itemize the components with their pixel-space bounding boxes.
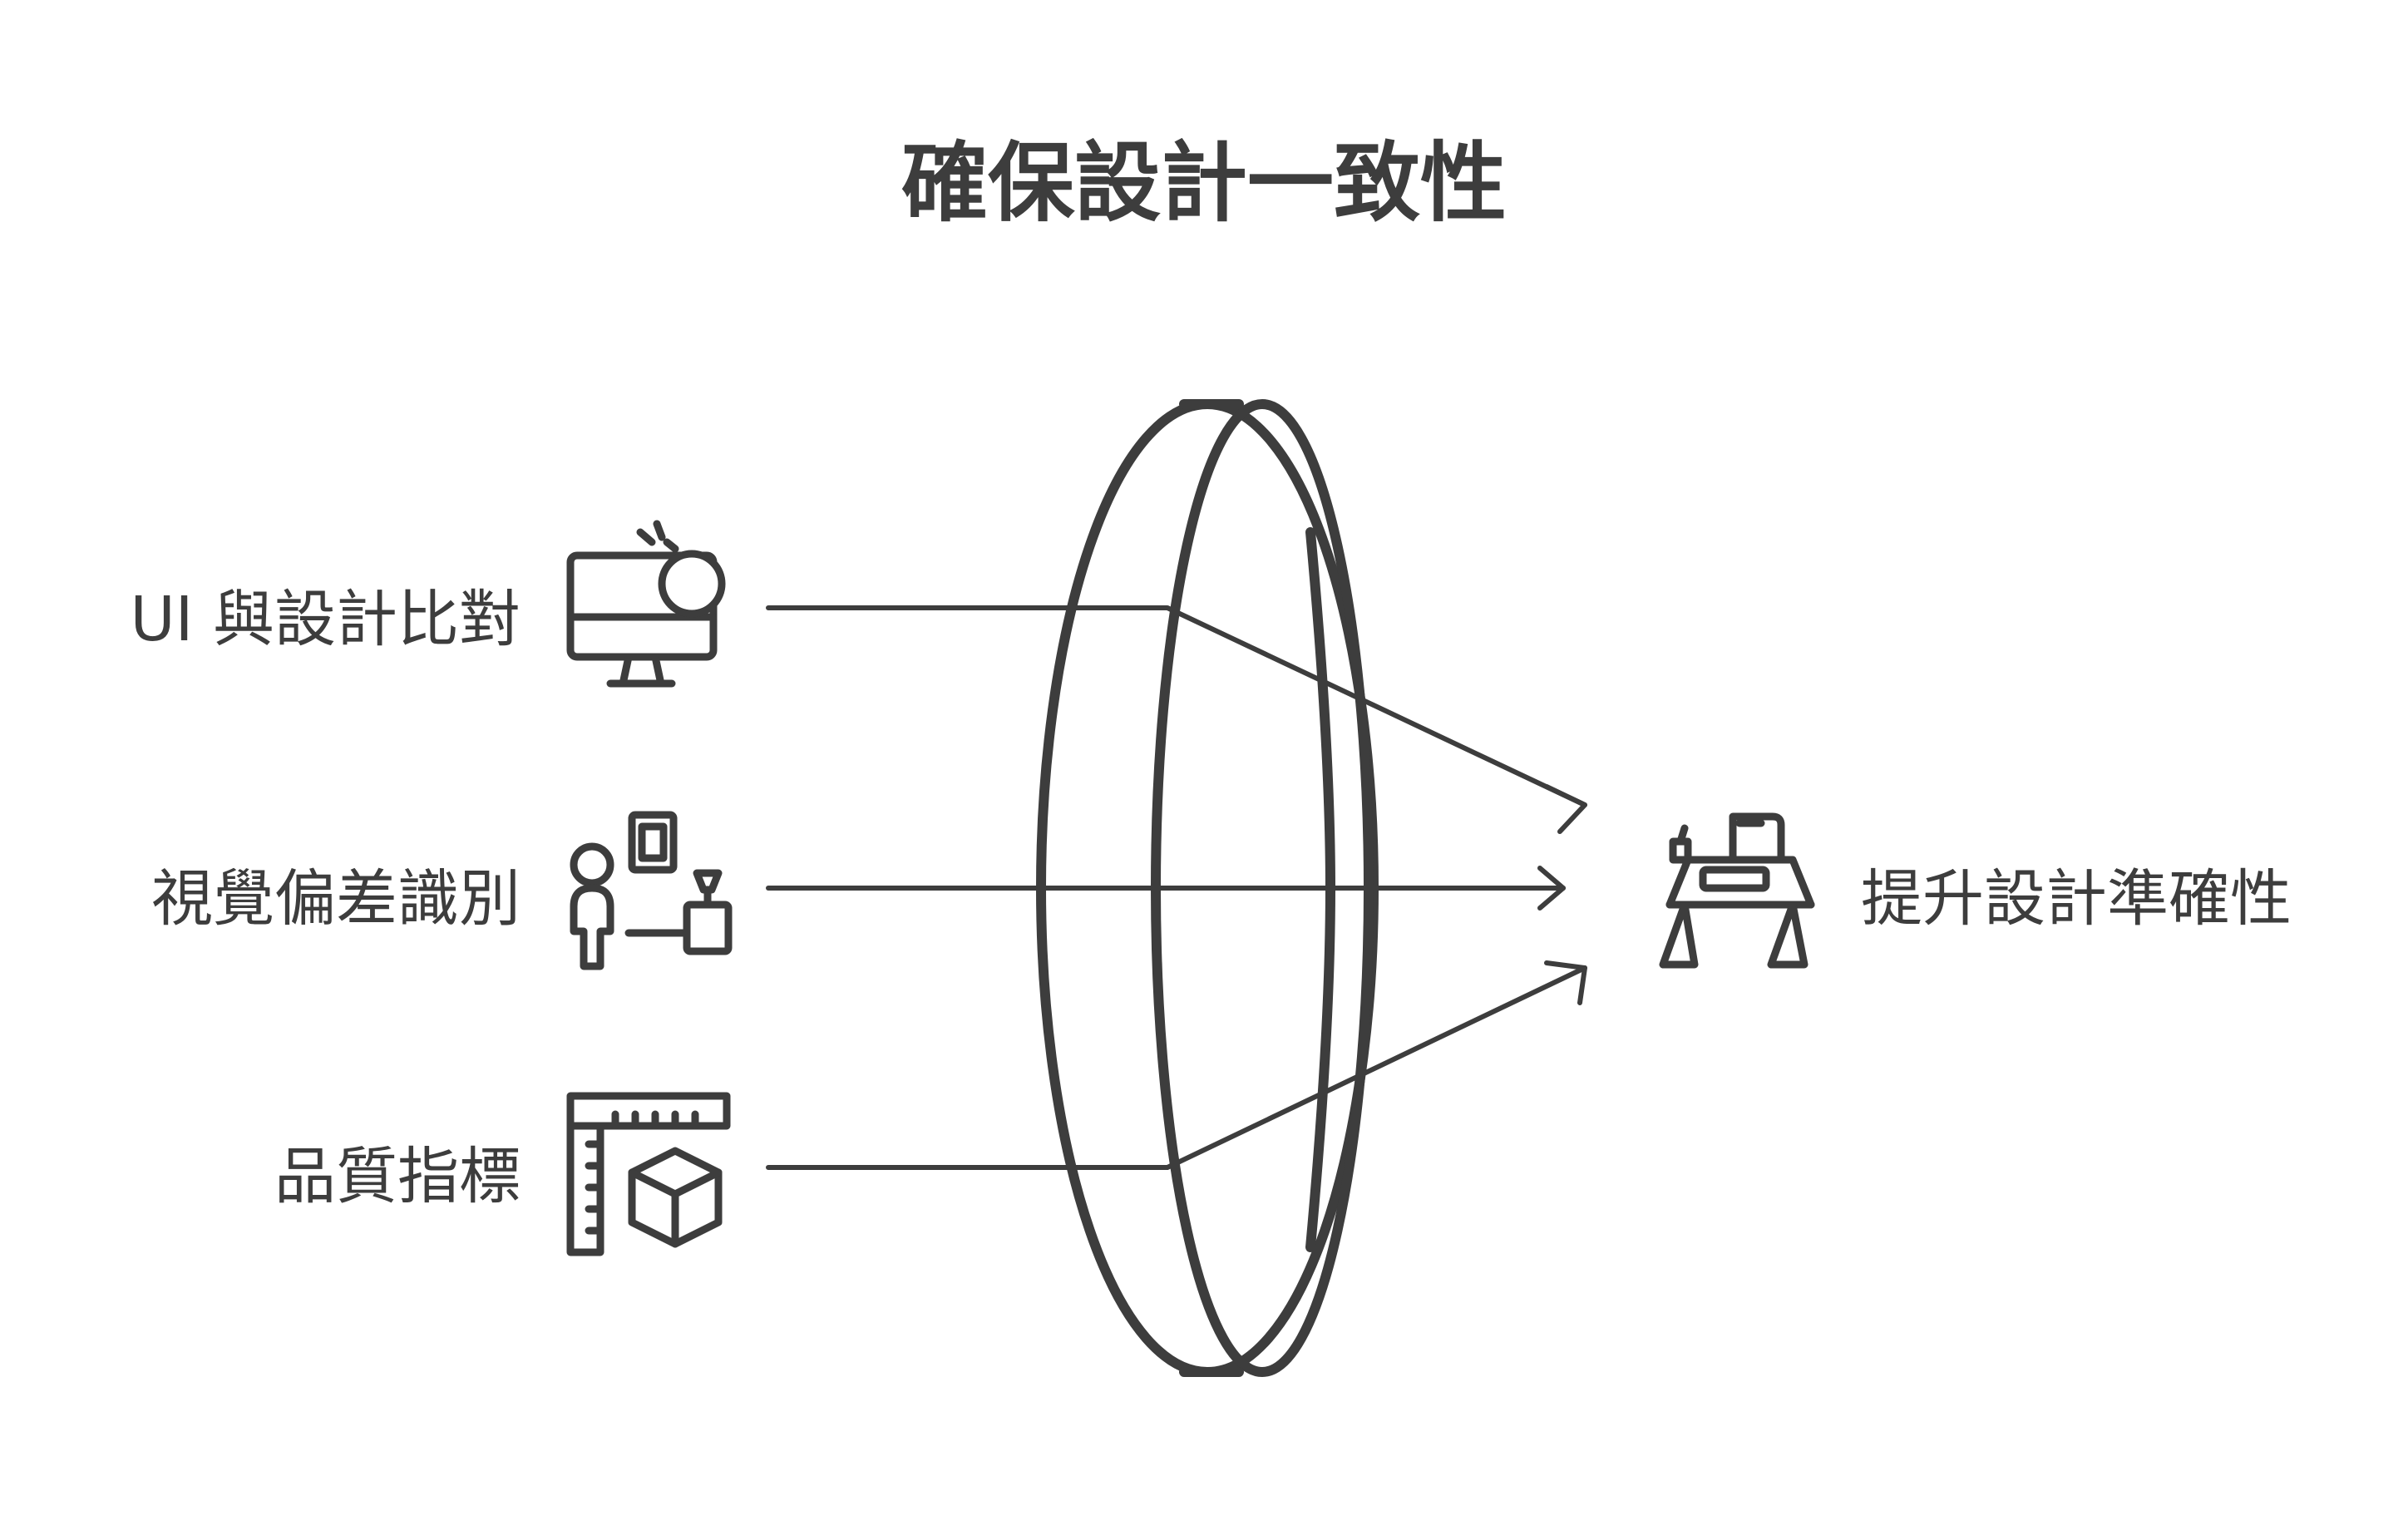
diagram-title: 確保設計一致性	[901, 132, 1507, 234]
flow-arrows	[766, 605, 1587, 1170]
arrow-visual-deviation-head	[1537, 866, 1566, 911]
arrow-ui-compare-head	[1544, 784, 1587, 834]
output-label-design-accuracy: 提升設計準確性	[1861, 863, 2292, 935]
monitor-icon	[566, 520, 726, 688]
arrow-quality-metrics-head	[1544, 960, 1587, 1005]
arrow-quality-metrics	[766, 965, 1587, 1170]
arrow-ui-compare	[766, 605, 1587, 807]
person-inspecting-frame-icon	[570, 811, 733, 970]
input-label-visual-deviation: 視覺偏差識別	[151, 863, 521, 935]
input-label-ui-compare: UI 與設計比對	[130, 584, 521, 655]
lens-icon	[1036, 399, 1379, 1377]
drafting-desk-icon	[1659, 812, 1815, 969]
ruler-cube-icon	[566, 1092, 731, 1256]
input-label-quality-metrics: 品質指標	[274, 1141, 521, 1212]
